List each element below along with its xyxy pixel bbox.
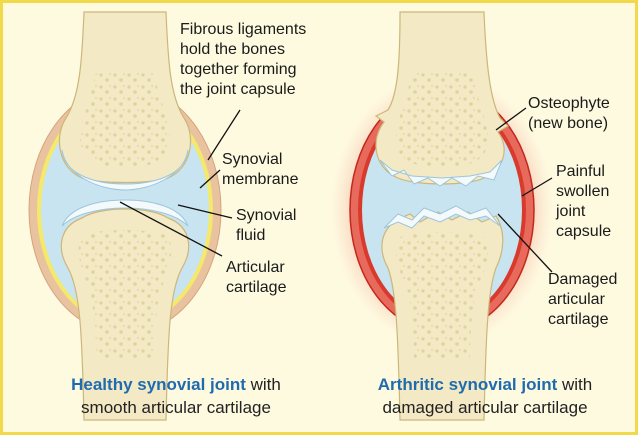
label-osteophyte: Osteophyte (new bone) bbox=[528, 94, 610, 134]
caption-arthritic-line2: damaged articular cartilage bbox=[360, 396, 610, 419]
label-painful-swollen-capsule: Painful swollen joint capsule bbox=[556, 162, 611, 242]
caption-arthritic-with: with bbox=[557, 375, 592, 394]
label-articular-cartilage: Articular cartilage bbox=[226, 258, 286, 298]
caption-healthy-line2: smooth articular cartilage bbox=[60, 396, 292, 419]
label-synovial-membrane: Synovial membrane bbox=[222, 150, 298, 190]
arthritic-joint bbox=[330, 12, 554, 420]
healthy-upper-bone-spongy bbox=[80, 70, 170, 168]
caption-arthritic: Arthritic synovial joint with damaged ar… bbox=[360, 373, 610, 419]
caption-healthy-with: with bbox=[246, 375, 281, 394]
caption-healthy-highlight: Healthy synovial joint bbox=[71, 375, 246, 394]
label-fibrous-ligaments: Fibrous ligaments hold the bones togethe… bbox=[180, 20, 306, 100]
arthritic-upper-bone-spongy bbox=[396, 70, 488, 168]
label-synovial-fluid: Synovial fluid bbox=[236, 206, 296, 246]
caption-healthy: Healthy synovial joint with smooth artic… bbox=[60, 373, 292, 419]
label-damaged-cartilage: Damaged articular cartilage bbox=[548, 270, 617, 330]
caption-arthritic-highlight: Arthritic synovial joint bbox=[378, 375, 557, 394]
